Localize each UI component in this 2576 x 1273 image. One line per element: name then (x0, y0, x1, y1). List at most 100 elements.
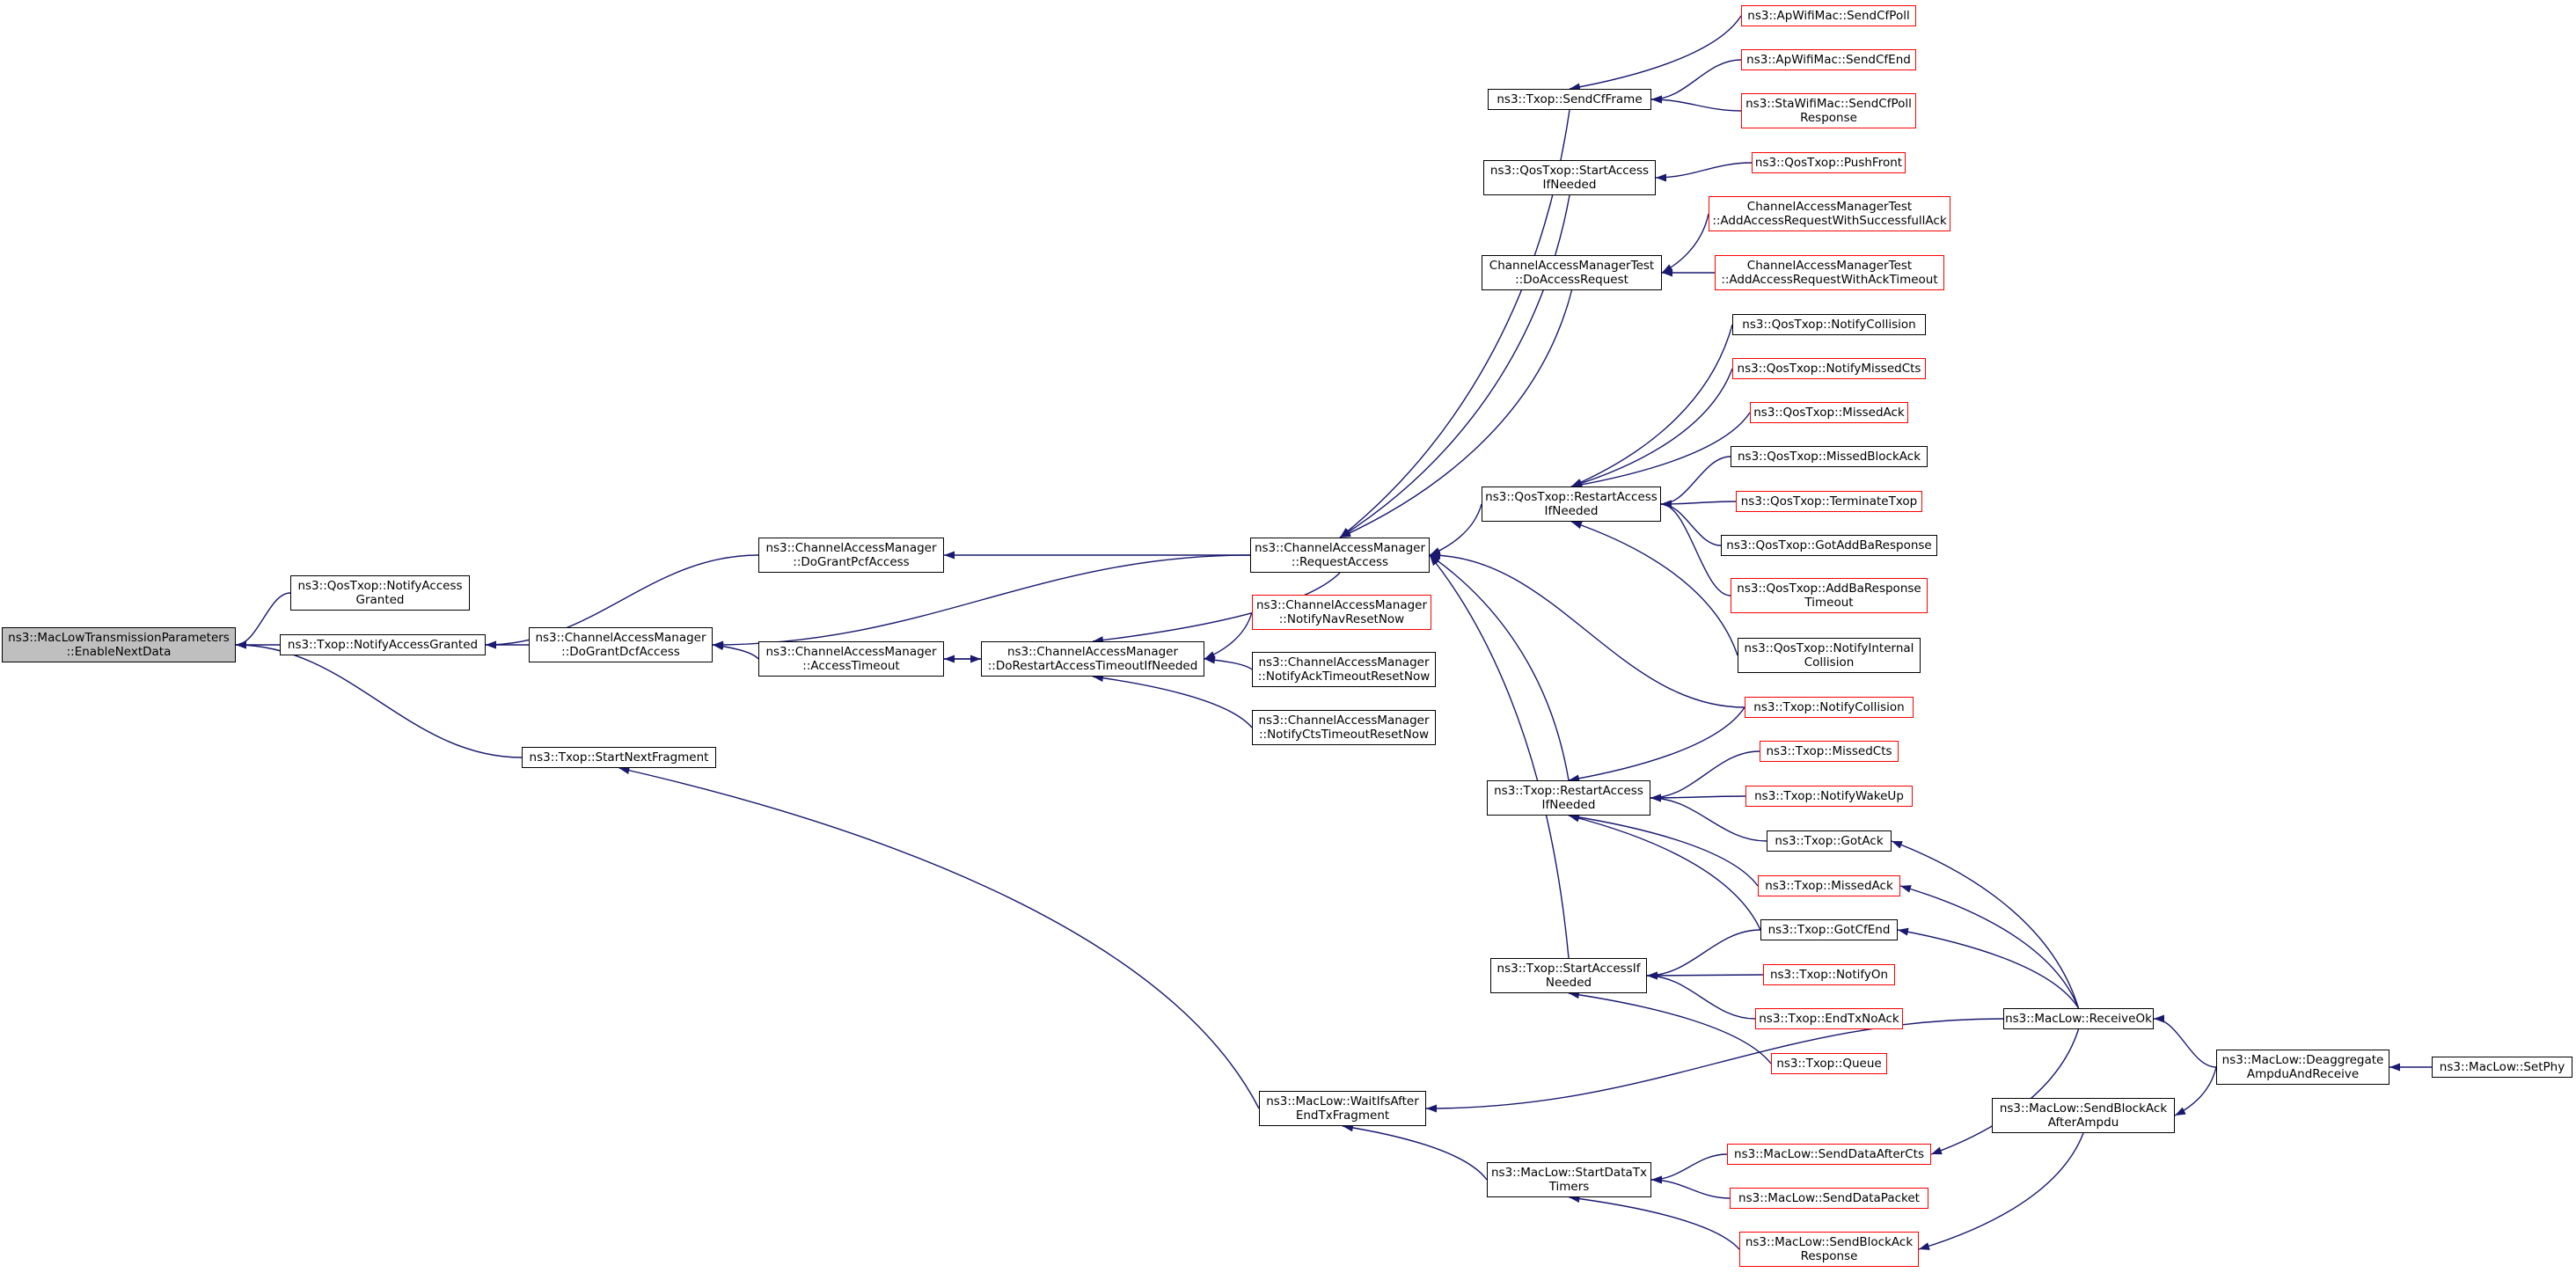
graph-node[interactable]: ns3::ChannelAccessManager ::NotifyNavRes… (1252, 595, 1431, 630)
graph-node[interactable]: ns3::MacLow::ReceiveOk (2003, 1008, 2154, 1029)
node-label-line1: ns3::StaWifiMac::SendCfPoll (1745, 97, 1912, 111)
node-label: ns3::Txop::MissedCts (1766, 744, 1892, 758)
node-label: ns3::Txop::MissedAck (1765, 879, 1893, 893)
node-label-line2: Timers (1548, 1180, 1590, 1194)
call-edge (1425, 1018, 2004, 1113)
graph-node[interactable]: ns3::MacLow::Deaggregate AmpduAndReceive (2216, 1050, 2389, 1085)
node-label-line1: ns3::QosTxop::AddBaResponse (1737, 582, 1921, 596)
graph-node[interactable]: ns3::Txop::NotifyCollision (1745, 697, 1914, 718)
graph-node[interactable]: ns3::Txop::NotifyWakeUp (1745, 786, 1913, 807)
node-label-line1: ns3::Txop::StartAccessIf (1497, 962, 1641, 976)
node-label-line2: AfterAmpdu (2047, 1116, 2119, 1130)
graph-node[interactable]: ChannelAccessManagerTest ::AddAccessRequ… (1715, 255, 1944, 290)
graph-node[interactable]: ns3::Txop::Queue (1771, 1053, 1887, 1074)
node-label-line2: Response (1800, 111, 1857, 125)
graph-node[interactable]: ns3::QosTxop::RestartAccess IfNeeded (1482, 487, 1661, 522)
graph-node[interactable]: ns3::QosTxop::NotifyAccess Granted (290, 575, 470, 611)
graph-node[interactable]: ns3::Txop::GotAck (1767, 830, 1892, 852)
graph-node[interactable]: ns3::QosTxop::NotifyMissedCts (1732, 358, 1926, 379)
node-label: ns3::Txop::NotifyCollision (1753, 700, 1905, 714)
graph-node[interactable]: ns3::Txop::GotCfEnd (1760, 919, 1898, 940)
call-edge (1660, 456, 1731, 508)
graph-node[interactable]: ns3::Txop::SendCfFrame (1488, 89, 1651, 110)
graph-node[interactable]: ns3::ChannelAccessManager ::NotifyAckTim… (1252, 652, 1436, 687)
call-edge (1650, 1153, 1728, 1184)
graph-node[interactable]: ns3::MacLow::SendBlockAck AfterAmpdu (1992, 1098, 2175, 1133)
graph-node[interactable]: ns3::ChannelAccessManager ::NotifyCtsTim… (1252, 710, 1436, 745)
node-label-line1: ns3::MacLow::StartDataTx (1490, 1166, 1647, 1180)
node-label: ns3::Txop::StartNextFragment (529, 750, 709, 765)
graph-node[interactable]: ns3::ChannelAccessManager ::DoGrantDcfAc… (529, 627, 713, 662)
node-label-line1: ChannelAccessManagerTest (1746, 200, 1913, 214)
node-label: ns3::QosTxop::MissedAck (1753, 406, 1905, 420)
node-label: ns3::Txop::NotifyOn (1769, 968, 1889, 982)
graph-node[interactable]: ns3::MacLow::WaitIfsAfter EndTxFragment (1259, 1091, 1426, 1126)
call-edge (1429, 554, 1570, 781)
graph-node[interactable]: ns3::QosTxop::GotAddBaResponse (1721, 535, 1937, 556)
node-label-line1: ns3::MacLow::Deaggregate (2221, 1053, 2384, 1067)
graph-node[interactable]: ns3::MacLow::SendBlockAck Response (1739, 1232, 1919, 1267)
call-edge (1930, 1028, 2080, 1155)
graph-node[interactable]: ChannelAccessManagerTest ::AddAccessRequ… (1709, 196, 1950, 231)
graph-node[interactable]: ns3::QosTxop::AddBaResponse Timeout (1731, 578, 1928, 613)
node-label-line2: ::AddAccessRequestWithSuccessfullAck (1712, 214, 1947, 228)
graph-node[interactable]: ns3::Txop::NotifyOn (1763, 964, 1895, 985)
node-label-line2: AmpduAndReceive (2246, 1067, 2360, 1081)
node-label-line2: ::AddAccessRequestWithAckTimeout (1721, 273, 1938, 287)
node-label-line2: ::RequestAccess (1291, 555, 1389, 569)
node-label-line2: ::DoAccessRequest (1515, 273, 1628, 287)
node-label: ns3::QosTxop::MissedBlockAck (1737, 450, 1921, 464)
graph-node[interactable]: ns3::Txop::NotifyAccessGranted (280, 634, 486, 655)
graph-node[interactable]: ChannelAccessManagerTest ::DoAccessReque… (1482, 255, 1662, 290)
call-edge (1646, 929, 1761, 980)
call-edge (1569, 1195, 1740, 1250)
graph-node[interactable]: ns3::ApWifiMac::SendCfPoll (1741, 5, 1916, 26)
call-edge (1897, 927, 2080, 1009)
graph-node[interactable]: ns3::ChannelAccessManager ::DoRestartAcc… (981, 641, 1204, 677)
graph-node[interactable]: ns3::ChannelAccessManager ::DoGrantPcfAc… (758, 538, 944, 573)
call-edge (1650, 750, 1760, 802)
call-edge (1899, 885, 2080, 1009)
graph-node[interactable]: ns3::Txop::StartNextFragment (522, 747, 716, 768)
node-label-line1: ns3::QosTxop::RestartAccess (1485, 490, 1658, 504)
graph-node[interactable]: ns3::MacLow::SetPhy (2432, 1057, 2572, 1078)
graph-node[interactable]: ns3::StaWifiMac::SendCfPoll Response (1741, 93, 1916, 128)
graph-node[interactable]: ns3::MacLow::SendDataPacket (1730, 1188, 1928, 1209)
call-edge (1568, 991, 1772, 1064)
node-label: ns3::Txop::GotAck (1775, 834, 1884, 848)
graph-node[interactable]: ns3::Txop::MissedCts (1760, 741, 1899, 762)
call-edge (1661, 213, 1709, 274)
graph-node[interactable]: ns3::Txop::StartAccessIf Needed (1490, 958, 1647, 993)
call-edge (1568, 813, 1759, 887)
graph-node[interactable]: ns3::QosTxop::StartAccess IfNeeded (1483, 160, 1656, 195)
graph-node[interactable]: ns3::MacLow::StartDataTx Timers (1487, 1162, 1651, 1197)
graph-node[interactable]: ns3::ChannelAccessManager ::RequestAcces… (1250, 538, 1430, 573)
node-label-line1: ns3::Txop::RestartAccess (1494, 784, 1643, 798)
graph-node[interactable]: ns3::Txop::EndTxNoAck (1755, 1008, 1903, 1029)
call-edge (1650, 794, 1746, 802)
graph-node[interactable]: ns3::QosTxop::NotifyInternal Collision (1738, 638, 1921, 673)
node-label-line1: ns3::QosTxop::StartAccess (1489, 164, 1650, 178)
graph-node[interactable]: ns3::Txop::MissedAck (1758, 875, 1900, 896)
graph-node[interactable]: ns3::QosTxop::TerminateTxop (1736, 491, 1922, 512)
node-label-line2: IfNeeded (1541, 798, 1596, 812)
node-label-line2: Granted (355, 593, 405, 607)
node-label: ns3::Txop::Queue (1776, 1057, 1882, 1071)
graph-node[interactable]: ns3::Txop::RestartAccess IfNeeded (1487, 780, 1650, 816)
node-label-line1: ns3::ChannelAccessManager (1006, 645, 1179, 659)
node-label-line2: Collision (1804, 655, 1855, 669)
call-edge (618, 766, 1260, 1109)
call-edge (1568, 814, 1761, 931)
graph-node[interactable]: ns3::QosTxop::MissedAck (1750, 402, 1908, 423)
graph-node[interactable]: ns3::ChannelAccessManager ::AccessTimeou… (758, 641, 944, 677)
call-edge (1429, 554, 1570, 959)
graph-node[interactable]: ns3::ApWifiMac::SendCfEnd (1741, 49, 1916, 70)
graph-node[interactable]: ns3::MacLow::SendDataAfterCts (1727, 1144, 1931, 1165)
node-label-line2: EndTxFragment (1295, 1108, 1390, 1123)
call-edge (1339, 109, 1570, 538)
graph-node[interactable]: ns3::QosTxop::PushFront (1752, 152, 1906, 173)
node-label: ns3::QosTxop::NotifyCollision (1742, 318, 1916, 332)
graph-node[interactable]: ns3::QosTxop::NotifyCollision (1732, 314, 1926, 335)
graph-node[interactable]: ns3::QosTxop::MissedBlockAck (1731, 446, 1928, 467)
node-label-line1: ns3::MacLow::SendBlockAck (1745, 1235, 1914, 1249)
